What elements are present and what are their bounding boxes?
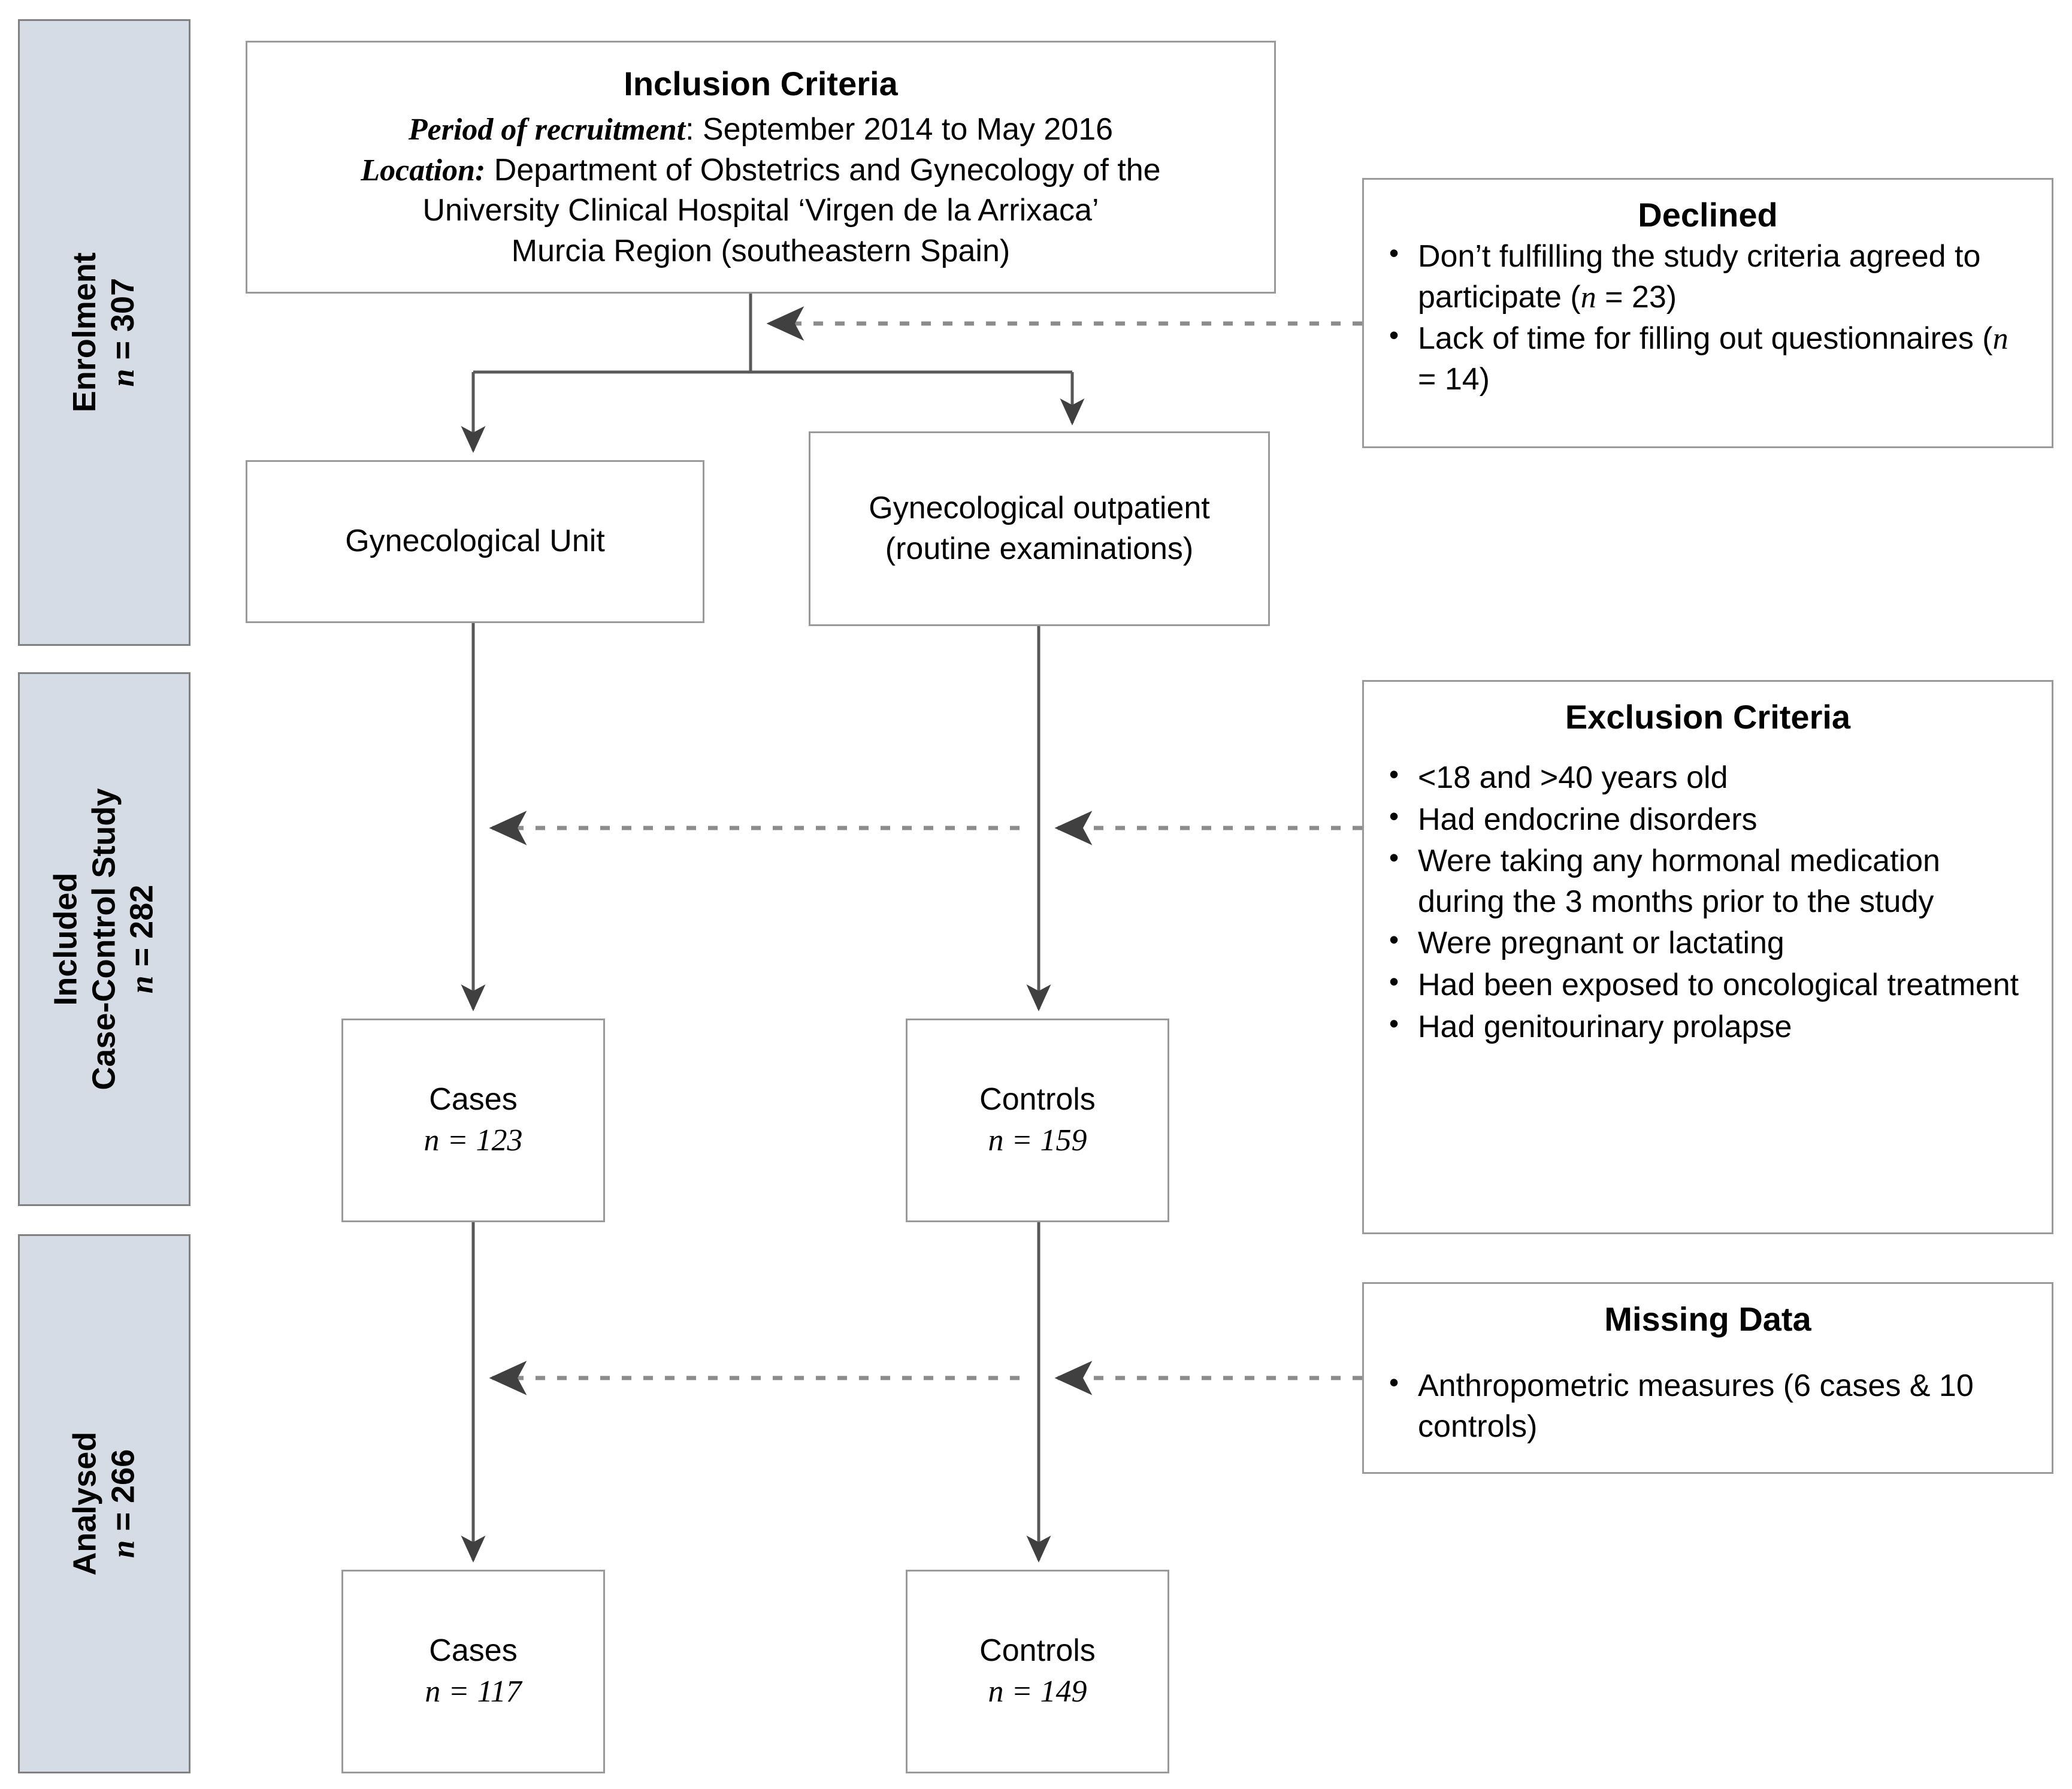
stage-label: Analysed [66, 1431, 103, 1576]
gynecological-unit-label: Gynecological Unit [345, 524, 605, 559]
inclusion-location-line2: University Clinical Hospital ‘Virgen de … [422, 193, 1099, 228]
declined-title: Declined [1638, 196, 1778, 234]
controls-analysed-count: n = 149 [988, 1675, 1087, 1709]
missing-data-title: Missing Data [1604, 1300, 1811, 1338]
stage-label-line2: Case-Control Study [86, 788, 122, 1090]
stage-panel-included: Included Case-Control Study n = 282 [18, 672, 190, 1206]
cases-analysed-box: Cases n = 117 [341, 1570, 605, 1773]
gynecological-outpatient-box: Gynecological outpatient (routine examin… [809, 431, 1270, 626]
gynecological-unit-box: Gynecological Unit [246, 460, 704, 623]
stage-panel-included-text: Included Case-Control Study n = 282 [47, 788, 161, 1090]
inclusion-location: Location: Department of Obstetrics and G… [361, 152, 1161, 188]
controls-included-box: Controls n = 159 [906, 1019, 1169, 1222]
declined-box: Declined Don’t fulfilling the study crit… [1362, 178, 2053, 448]
inclusion-location-line3: Murcia Region (southeastern Spain) [511, 233, 1011, 268]
stage-panel-analysed: Analysed n = 266 [18, 1234, 190, 1773]
cases-analysed-count: n = 117 [425, 1675, 522, 1709]
stage-panel-enrolment: Enrolment n = 307 [18, 19, 190, 646]
stage-count: n = 282 [123, 884, 160, 994]
list-item: Anthropometric measures (6 cases & 10 co… [1384, 1365, 2034, 1447]
stage-panel-analysed-text: Analysed n = 266 [66, 1432, 142, 1576]
controls-analysed-box: Controls n = 149 [906, 1570, 1169, 1773]
cases-included-box: Cases n = 123 [341, 1019, 605, 1222]
list-item: Had genitourinary prolapse [1384, 1006, 2034, 1048]
list-item: Were taking any hormonal medication duri… [1384, 840, 2034, 922]
list-item: <18 and >40 years old [1384, 757, 2034, 799]
stage-label: Enrolment [66, 252, 103, 413]
exclusion-criteria-box: Exclusion Criteria <18 and >40 years old… [1362, 680, 2053, 1234]
stage-count: n = 307 [105, 278, 141, 387]
edge-inclusion-split [461, 294, 1085, 454]
gynecological-outpatient-label-line2: (routine examinations) [885, 531, 1194, 566]
gynecological-outpatient-label-line1: Gynecological outpatient [869, 490, 1210, 525]
cases-included-title: Cases [429, 1082, 518, 1117]
list-item: Had endocrine disorders [1384, 799, 2034, 841]
list-item: Were pregnant or lactating [1384, 922, 2034, 964]
controls-analysed-title: Controls [979, 1633, 1096, 1669]
inclusion-title: Inclusion Criteria [624, 65, 898, 103]
controls-included-count: n = 159 [988, 1123, 1087, 1158]
declined-list: Don’t fulfilling the study criteria agre… [1364, 235, 2052, 400]
missing-data-box: Missing Data Anthropometric measures (6 … [1362, 1282, 2053, 1474]
inclusion-criteria-box: Inclusion Criteria Period of recruitment… [246, 41, 1276, 294]
missing-data-list: Anthropometric measures (6 cases & 10 co… [1364, 1365, 2052, 1447]
stage-label-line1: Included [47, 872, 84, 1006]
controls-included-title: Controls [979, 1082, 1096, 1117]
cases-included-count: n = 123 [424, 1123, 523, 1158]
inclusion-period: Period of recruitment: September 2014 to… [408, 112, 1114, 147]
exclusion-title: Exclusion Criteria [1565, 698, 1851, 736]
stage-count: n = 266 [104, 1449, 141, 1558]
cases-analysed-title: Cases [429, 1633, 518, 1669]
list-item: Don’t fulfilling the study criteria agre… [1384, 235, 2034, 318]
exclusion-list: <18 and >40 years old Had endocrine diso… [1364, 757, 2052, 1048]
list-item: Had been exposed to oncological treatmen… [1384, 964, 2034, 1006]
list-item: Lack of time for filling out questionnai… [1384, 318, 2034, 400]
stage-panel-enrolment-text: Enrolment n = 307 [66, 252, 142, 412]
